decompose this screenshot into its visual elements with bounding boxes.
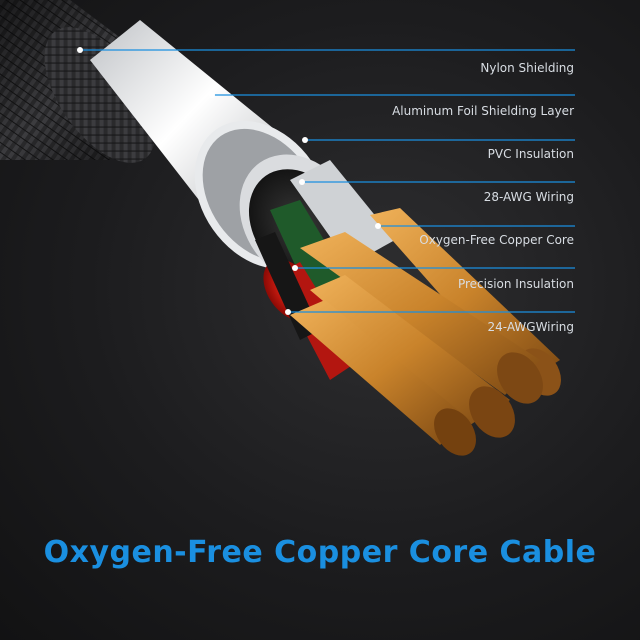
- label-24-awg-wiring: 24-AWGWiring: [488, 320, 574, 334]
- label-nylon-shielding: Nylon Shielding: [480, 61, 574, 75]
- label-28-awg-wiring: 28-AWG Wiring: [484, 190, 574, 204]
- label-precision-insulation: Precision Insulation: [458, 277, 574, 291]
- caption-title: Oxygen-Free Copper Core Cable: [0, 535, 640, 570]
- label-pvc-insulation: PVC Insulation: [488, 147, 574, 161]
- label-aluminum-foil-shielding-layer: Aluminum Foil Shielding Layer: [392, 104, 574, 118]
- label-oxygen-free-copper-core: Oxygen-Free Copper Core: [419, 233, 574, 247]
